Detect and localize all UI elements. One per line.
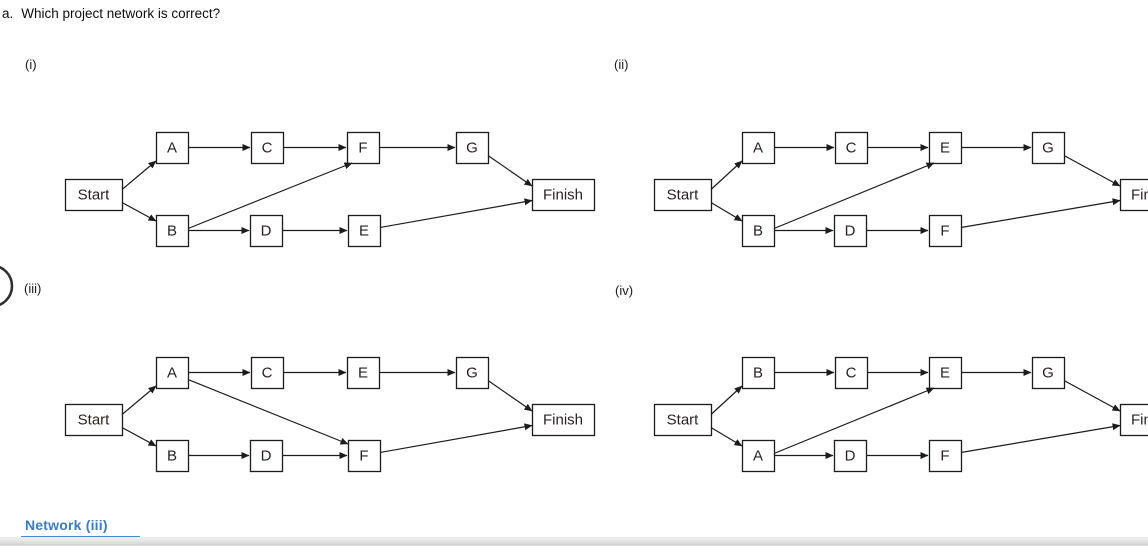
- network-ii-node-g-label: G: [1042, 140, 1054, 157]
- network-iii-node-g-box: [455, 356, 490, 390]
- network-i-label: (i): [25, 57, 37, 72]
- question-label: a.: [2, 6, 14, 21]
- network-ii-node-f-label: F: [940, 223, 949, 240]
- network-iv-node-f-box: [928, 439, 963, 473]
- network-iv-node-d-label: D: [845, 448, 856, 465]
- network-iii-diagram: Start Finish A C E G B D F: [64, 356, 596, 473]
- answer-circle-annotation: [0, 265, 14, 307]
- network-ii-edge-start-a: [710, 160, 743, 190]
- network-iii-node-e-box: [346, 356, 381, 390]
- network-ii-label: (ii): [614, 57, 629, 72]
- network-iv-node-e-box: [928, 356, 963, 390]
- network-iii-edge-a-f: [187, 378, 349, 445]
- network-iii-node-d-label: D: [261, 448, 272, 465]
- network-ii-node-c-box: [834, 131, 869, 165]
- network-i-edge-start-b: [121, 201, 157, 222]
- network-i-edge-e-finish: [379, 198, 533, 229]
- network-iii-edge-start-a: [121, 385, 157, 415]
- network-i-node-finish-box: [531, 178, 596, 212]
- network-iii-node-start-label: Start: [78, 412, 111, 429]
- network-iv-node-finish-label: Finish: [1131, 412, 1148, 429]
- network-ii-diagram: Start Finish A C E G B D F: [653, 131, 1148, 248]
- network-ii-node-finish-label: Finish: [1131, 187, 1148, 204]
- question-text: Which project network is correct?: [21, 6, 221, 21]
- network-ii-node-b-label: B: [753, 223, 763, 240]
- network-iii-label: (iii): [24, 281, 42, 296]
- network-i-node-finish-label: Finish: [543, 187, 583, 204]
- network-i-node-start-label: Start: [78, 187, 111, 204]
- network-iv-node-g-box: [1031, 356, 1066, 390]
- network-i-node-b-label: B: [167, 223, 177, 240]
- network-i-node-g-label: G: [466, 140, 478, 157]
- network-iii-edge-g-finish: [487, 380, 533, 412]
- network-i-node-e-label: E: [359, 223, 369, 240]
- network-iv-edge-a-e: [773, 387, 935, 455]
- network-ii-node-start-label: Start: [667, 187, 700, 204]
- network-iii-node-finish-label: Finish: [543, 412, 583, 429]
- network-i-node-a-box: [155, 131, 190, 165]
- network-i-node-g-box: [455, 131, 490, 165]
- network-i-node-b-box: [155, 214, 190, 248]
- network-iv-node-c-label: C: [846, 365, 857, 382]
- network-i-node-a-label: A: [167, 140, 177, 157]
- network-i-diagram: Start Finish A C F G B D E: [64, 131, 596, 248]
- network-iv-node-finish-box: [1119, 403, 1148, 437]
- network-iv-edge-start-b: [710, 385, 743, 415]
- network-ii-node-e-label: E: [940, 140, 950, 157]
- network-iv-edge-f-finish: [960, 423, 1121, 454]
- network-iii-node-start-box: [64, 403, 124, 437]
- network-i-edge-b-f: [187, 162, 353, 230]
- network-iii-node-e-label: E: [358, 365, 368, 382]
- network-iii-node-a-box: [155, 356, 190, 390]
- network-iii-node-f-label: F: [359, 448, 368, 465]
- network-iii-node-g-label: G: [466, 365, 478, 382]
- network-ii-node-d-box: [833, 214, 868, 248]
- bottom-window-edge: [0, 537, 1148, 546]
- network-ii-node-d-label: D: [845, 223, 856, 240]
- network-ii-node-finish-box: [1119, 178, 1148, 212]
- network-ii-edge-f-finish: [960, 198, 1121, 229]
- network-i-node-f-label: F: [358, 140, 367, 157]
- network-iv-node-start-box: [653, 403, 713, 437]
- network-ii-node-start-box: [653, 178, 713, 212]
- network-iv-diagram: Start Finish B C E G A D F: [653, 356, 1148, 473]
- network-ii-node-b-box: [741, 214, 776, 248]
- network-iv-node-start-label: Start: [667, 412, 700, 429]
- network-iv-label: (iv): [615, 283, 634, 298]
- network-iv-edge-start-a: [710, 426, 743, 447]
- network-iii-node-c-label: C: [262, 365, 273, 382]
- network-iv-node-f-label: F: [940, 448, 949, 465]
- network-ii-edge-start-b: [710, 201, 743, 222]
- network-iv-node-b-label: B: [753, 365, 763, 382]
- network-iii-edge-f-finish: [379, 423, 533, 454]
- answer-link-text: Network (iii): [25, 517, 108, 533]
- network-i-node-e-box: [347, 214, 382, 248]
- network-i-node-d-label: D: [261, 223, 272, 240]
- network-i-edge-start-a: [121, 160, 157, 190]
- network-i-node-start-box: [64, 178, 124, 212]
- network-iii-node-b-label: B: [167, 448, 177, 465]
- question: a. Which project network is correct?: [2, 7, 220, 21]
- network-iv-edge-g-finish: [1063, 379, 1121, 412]
- network-ii-node-a-box: [741, 131, 776, 165]
- network-iii-node-f-box: [347, 439, 382, 473]
- network-ii-edge-g-finish: [1063, 154, 1121, 187]
- network-iii-node-a-label: A: [167, 365, 177, 382]
- network-ii-node-a-label: A: [753, 140, 763, 157]
- network-iv-node-a-label: A: [753, 448, 763, 465]
- answer-link[interactable]: Network (iii): [25, 517, 108, 533]
- network-iv-node-a-box: [741, 439, 776, 473]
- network-ii-node-e-box: [928, 131, 963, 165]
- network-ii-node-g-box: [1031, 131, 1066, 165]
- network-ii-node-c-label: C: [846, 140, 857, 157]
- network-iii-node-finish-box: [531, 403, 596, 437]
- network-ii-edge-b-e: [773, 162, 935, 230]
- network-iv-node-g-label: G: [1042, 365, 1054, 382]
- network-i-edge-g-finish: [487, 155, 533, 187]
- network-i-node-c-label: C: [262, 140, 273, 157]
- network-iv-node-e-label: E: [940, 365, 950, 382]
- network-ii-node-f-box: [928, 214, 963, 248]
- network-iii-edge-start-b: [121, 426, 157, 447]
- network-iv-node-d-box: [833, 439, 868, 473]
